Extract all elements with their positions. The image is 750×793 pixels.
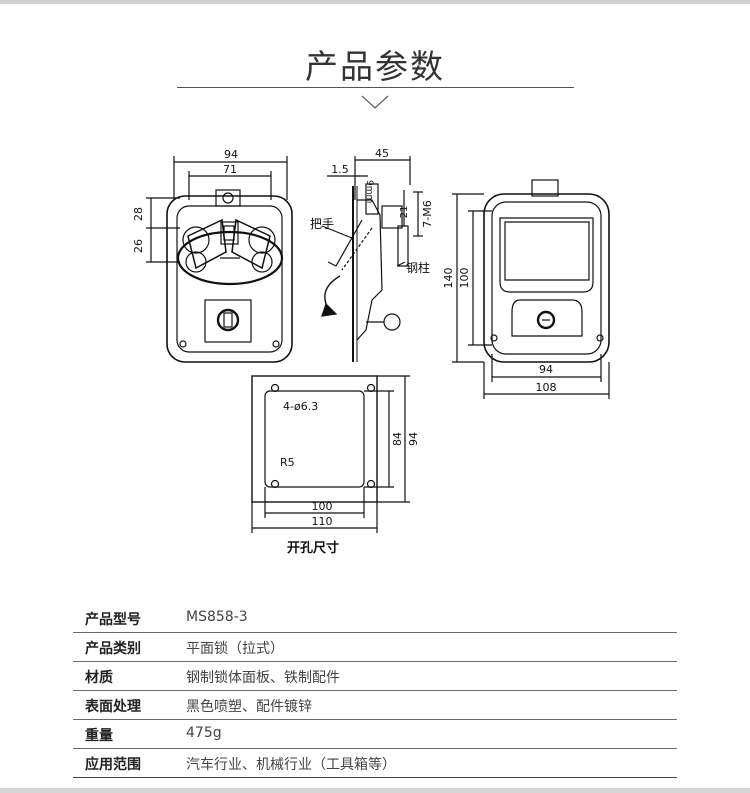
spec-value: 黑色喷塑、配件镀锌: [186, 699, 312, 715]
bottom-border: [0, 788, 750, 793]
spec-label: 产品型号: [85, 612, 141, 628]
spec-value: 钢制锁体面板、铁制配件: [186, 670, 340, 686]
back-width-outer: 108: [536, 381, 557, 394]
spec-label: 产品类别: [85, 641, 141, 657]
back-height-inner: 100: [458, 268, 471, 289]
spec-table: 产品型号 MS858-3 产品类别 平面锁（拉式） 材质 钢制锁体面板、铁制配件…: [73, 604, 677, 778]
spec-label: 重量: [85, 728, 113, 744]
label-handle: 把手: [310, 217, 334, 231]
table-row: 应用范围 汽车行业、机械行业（工具箱等）: [73, 749, 677, 778]
table-row: 表面处理 黑色喷塑、配件镀锌: [73, 691, 677, 720]
side-thread: 7-M6: [421, 200, 434, 227]
spec-label: 表面处理: [85, 699, 141, 715]
cutout-caption: 开孔尺寸: [287, 540, 339, 556]
table-row: 重量 475g: [73, 720, 677, 749]
chevron-down-icon: [361, 95, 389, 109]
side-depth: 45: [375, 147, 389, 160]
table-row: 产品型号 MS858-3: [73, 604, 677, 633]
spec-value: 汽车行业、机械行业（工具箱等）: [186, 757, 396, 773]
cutout-width-outer: 110: [312, 515, 333, 528]
cutout-height-outer: 94: [407, 432, 420, 446]
spec-label: 应用范围: [85, 757, 141, 773]
side-thickness: 1.5: [331, 163, 349, 176]
technical-drawing: 94 71 28 26 45 1.5 9mm 21 7-M6 把手 钢柱: [132, 147, 610, 556]
front-width-outer: 94: [224, 148, 238, 161]
back-width-inner: 94: [539, 363, 553, 376]
cutout-radius: R5: [280, 456, 295, 469]
spec-value: 平面锁（拉式）: [186, 641, 284, 657]
spec-label: 材质: [85, 670, 113, 686]
table-row: 材质 钢制锁体面板、铁制配件: [73, 662, 677, 691]
page-title: 产品参数: [305, 47, 445, 86]
table-row: 产品类别 平面锁（拉式）: [73, 633, 677, 662]
cutout-view: [251, 375, 410, 533]
front-height-lower: 26: [132, 239, 145, 253]
label-bolt: 钢柱: [406, 260, 430, 275]
cutout-height-inner: 84: [391, 432, 404, 446]
side-view: [321, 156, 423, 362]
spec-value: 475g: [186, 725, 222, 741]
cutout-width-inner: 100: [312, 500, 333, 513]
spec-value: MS858-3: [186, 609, 248, 625]
front-height-upper: 28: [132, 207, 145, 221]
front-view: [146, 156, 293, 363]
side-dim-21: 21: [399, 206, 410, 219]
cutout-holes: 4-ø6.3: [283, 400, 318, 413]
top-border: [0, 0, 750, 4]
title-divider: [177, 87, 574, 88]
back-view: [452, 179, 610, 399]
front-width-inner: 71: [223, 163, 237, 176]
side-dim-9mm: 9mm: [364, 180, 374, 203]
back-height-outer: 140: [442, 268, 455, 289]
